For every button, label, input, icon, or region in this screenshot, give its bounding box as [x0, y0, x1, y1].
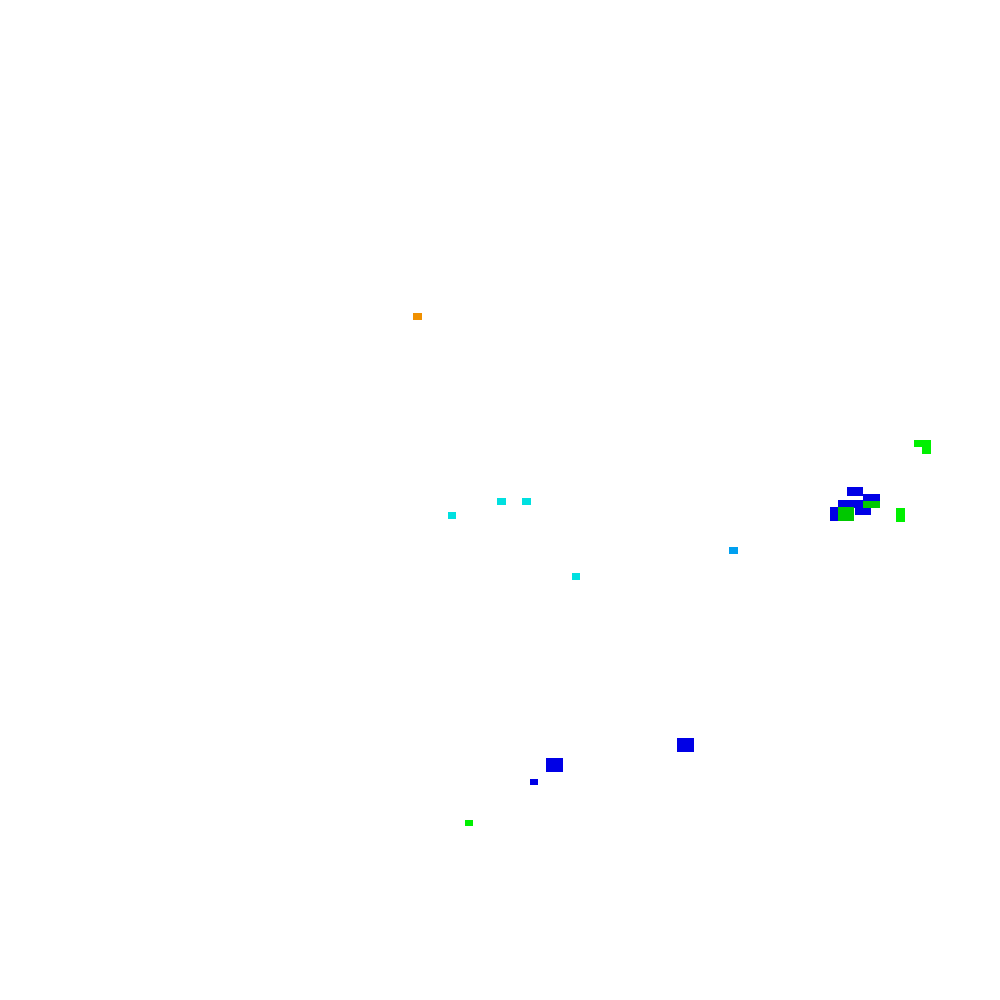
map-cell-green [863, 501, 880, 508]
map-cell-cyan [572, 573, 580, 580]
map-cell-lime [896, 508, 905, 522]
map-cell-lime [922, 446, 931, 454]
map-cell-orange [413, 313, 422, 320]
map-cell-blue [546, 758, 563, 772]
map-cell-green [838, 507, 854, 521]
map-cell-blue [830, 507, 839, 521]
map-cell-blue [855, 507, 871, 515]
map-cell-lime [914, 440, 931, 447]
map-cell-blue [838, 500, 863, 508]
map-cell-lime [465, 820, 473, 826]
map-cell-blue [847, 487, 863, 496]
map-cell-cyan [448, 512, 456, 519]
map-cell-cyan [522, 498, 531, 505]
map-cell-cyan [497, 498, 506, 505]
map-cell-blue [677, 738, 694, 752]
map-cell-sky [729, 547, 738, 554]
map-cell-blue [530, 779, 538, 785]
map-cell-blue [863, 494, 880, 502]
